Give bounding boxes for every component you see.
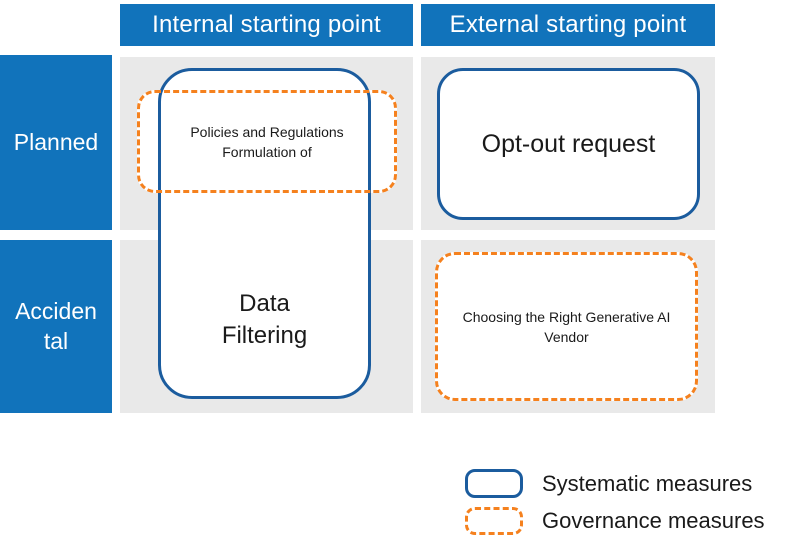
- data-filtering-label: Data Filtering: [221, 290, 308, 349]
- systematic-measures-swatch: [465, 469, 523, 498]
- systematic-box-opt-out: Opt-out request: [437, 68, 700, 220]
- column-header-internal-starting-point: Internal starting point: [120, 4, 413, 46]
- policies-regulations-label: Policies and Regulations Formulation of: [190, 123, 344, 160]
- vendor-choice-label: Choosing the Right Generative AI Vendor: [462, 308, 671, 345]
- governance-measures-label: Governance measures: [542, 508, 765, 533]
- governance-box-vendor: Choosing the Right Generative AI Vendor: [435, 252, 698, 401]
- systematic-measures-label: Systematic measures: [542, 471, 753, 496]
- column-header-external-starting-point: External starting point: [421, 4, 715, 46]
- governance-box-policies: Policies and Regulations Formulation of: [137, 90, 397, 193]
- governance-measures-swatch: [465, 507, 523, 535]
- row-header-planned: Planned: [0, 55, 112, 230]
- row-header-accidental: Acciden tal: [0, 240, 112, 413]
- systematic-box-data-filtering: [158, 68, 371, 399]
- opt-out-request-label: Opt-out request: [481, 129, 656, 158]
